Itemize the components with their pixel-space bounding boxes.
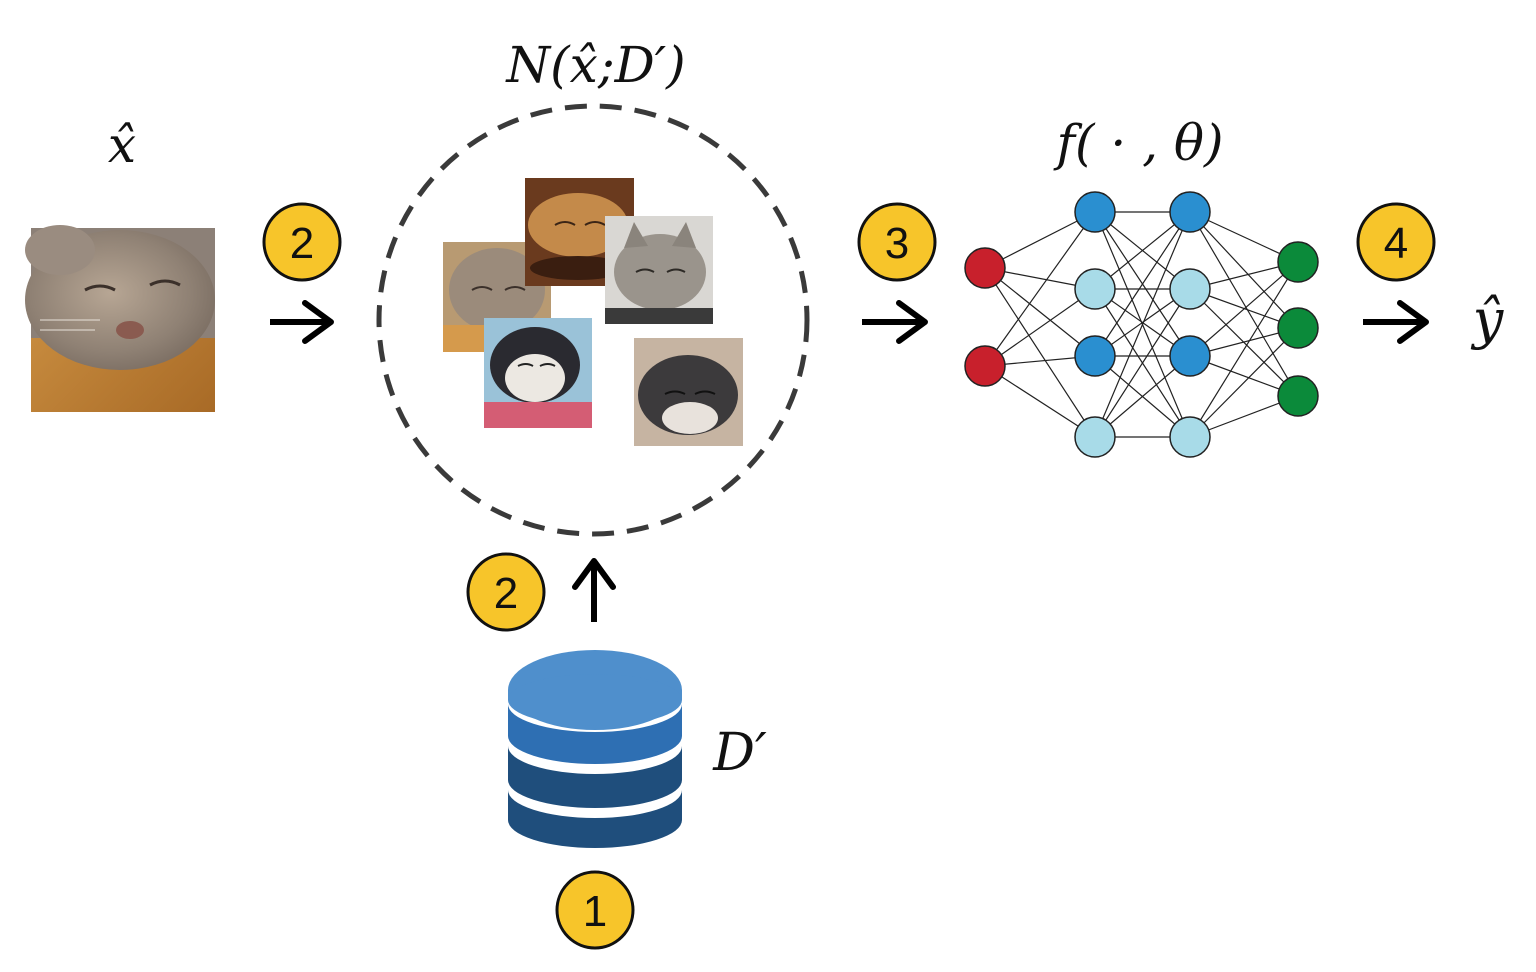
neighborhood-label: N(x̂;D′) [505,36,685,94]
model-label: f( · , θ) [1052,114,1223,172]
network-edge [1189,211,1299,329]
network-edge [1094,288,1191,438]
svg-text:3: 3 [885,219,909,268]
input-cat-image [25,225,215,412]
network-node-hidden-2 [1169,416,1211,458]
svg-text:4: 4 [1384,219,1408,268]
arrow-neighborhood-to-model [862,300,928,344]
network-node-hidden-2 [1169,191,1211,233]
network-node-output [1277,307,1319,349]
network-node-input [964,345,1006,387]
svg-text:2: 2 [494,569,518,618]
network-edge [984,267,1096,357]
output-label: ŷ [1471,288,1505,351]
arrow-model-to-output [1363,300,1429,344]
network-edge [984,365,1096,438]
input-label: x̂ [108,116,136,174]
network-node-output [1277,241,1319,283]
neighbor-image-grey-kitten [605,216,713,324]
database-icon [508,650,682,848]
network-node-hidden-2 [1169,268,1211,310]
badge-step-3: 3 [857,202,937,282]
svg-text:1: 1 [583,887,607,936]
badge-step-2-bottom: 2 [466,552,546,632]
dataset-label: D′ [712,723,767,783]
network-edge [1189,211,1299,397]
network-node-input [964,247,1006,289]
neighbor-image-dark-tabby [634,338,743,446]
badge-step-2-top: 2 [262,202,342,282]
svg-text:2: 2 [290,219,314,268]
badge-step-4: 4 [1356,202,1436,282]
network-node-hidden-1 [1074,268,1116,310]
neighborhood-circle [376,103,810,537]
network-edge [984,267,1096,438]
network-edge [1189,261,1299,438]
network-edge [1189,261,1299,357]
network-edge [1094,211,1191,438]
network-edge [1094,355,1191,438]
arrow-dataset-to-neighborhood [572,558,616,622]
neighbor-image-husky-puppy [484,318,592,428]
network-edges [984,211,1299,438]
network-edge [984,211,1096,367]
network-edge [1189,327,1299,438]
network-node-hidden-2 [1169,335,1211,377]
network-edge [1094,211,1191,357]
network-node-output [1277,375,1319,417]
badge-step-1: 1 [555,870,635,950]
network-node-hidden-1 [1074,416,1116,458]
network-nodes [964,191,1319,458]
network-edge [984,288,1096,367]
network-node-hidden-1 [1074,191,1116,233]
network-node-hidden-1 [1074,335,1116,377]
arrow-input-to-neighborhood [270,300,334,344]
